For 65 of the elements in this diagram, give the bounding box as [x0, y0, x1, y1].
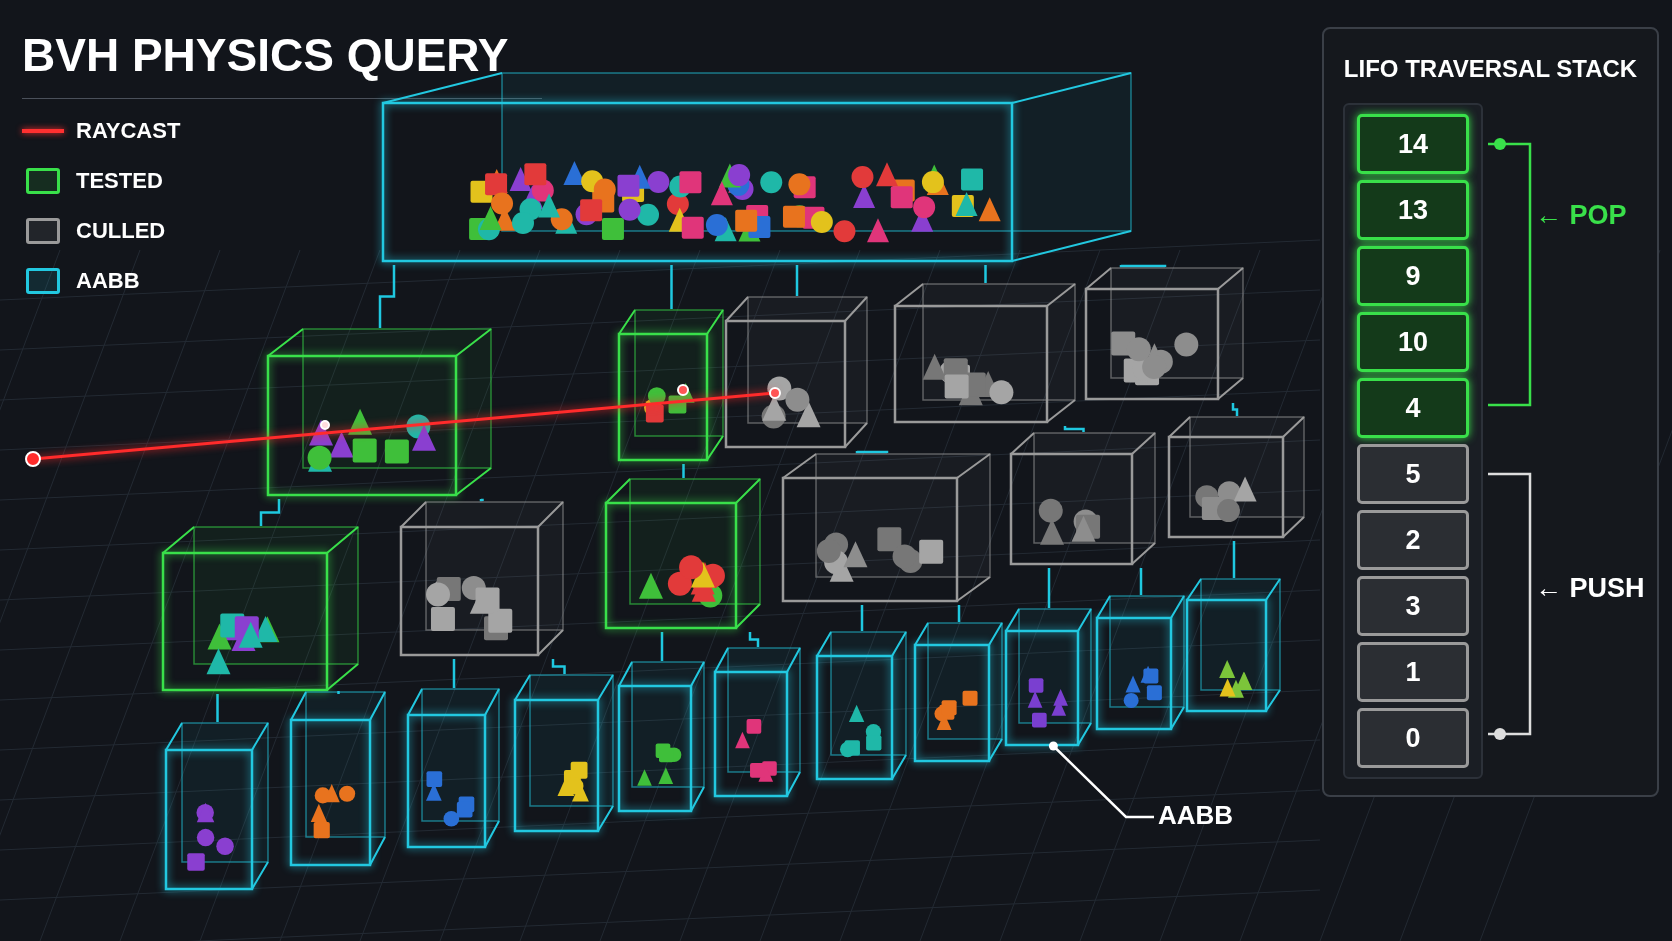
- stack-operation-label: ← POP: [1535, 200, 1627, 231]
- tested-bounding-box: [618, 309, 725, 461]
- callout-label: AABB: [1158, 800, 1234, 831]
- stack-entry: 13: [1357, 180, 1469, 240]
- tree-connector: [1232, 541, 1236, 578]
- tree-connector: [479, 498, 484, 502]
- legend-label: RAYCAST: [76, 118, 181, 144]
- tree-connector: [660, 632, 664, 661]
- stack-entry: 5: [1357, 444, 1469, 504]
- culled-bounding-box: [1010, 432, 1157, 565]
- culled-bounding-box: [894, 283, 1077, 423]
- tree-connector: [259, 499, 281, 526]
- legend-label: CULLED: [76, 218, 166, 244]
- aabb-box: [290, 691, 387, 866]
- tree-connector: [984, 265, 987, 283]
- stack-entry: 3: [1357, 576, 1469, 636]
- tree-connector: [337, 691, 340, 694]
- aabb-box: [1096, 595, 1186, 730]
- culled-bounding-box: [1168, 416, 1306, 538]
- culled-bounding-box: [400, 501, 565, 656]
- tested-bounding-box: [162, 526, 360, 691]
- aabb-box: [1186, 578, 1282, 712]
- aabb-box: [514, 674, 615, 832]
- tree-connector: [1047, 568, 1051, 608]
- tree-connector: [670, 265, 673, 309]
- tree-connector: [957, 605, 961, 622]
- legend-label: AABB: [76, 268, 140, 294]
- aabb-box: [914, 622, 1004, 762]
- tree-connector: [1231, 403, 1239, 416]
- aabb-box: [165, 722, 270, 890]
- tree-connector: [1063, 426, 1085, 432]
- aabb-box: [1005, 608, 1093, 746]
- stack-entry: 1: [1357, 642, 1469, 702]
- title: BVH PHYSICS QUERY: [22, 28, 509, 82]
- tree-connector: [1119, 263, 1167, 269]
- aabb-box: [714, 647, 802, 797]
- culled-bounding-box: [1085, 267, 1245, 400]
- tree-connector: [216, 694, 219, 722]
- stack-entry: 2: [1357, 510, 1469, 570]
- aabb-box: [407, 688, 501, 848]
- tree-connector: [795, 265, 799, 296]
- tree-connector: [855, 449, 889, 455]
- leader-line: [1048, 741, 1154, 819]
- legend-label: TESTED: [76, 168, 163, 194]
- culled-bounding-box: [725, 296, 869, 448]
- stack-panel: [1322, 27, 1659, 797]
- tested-bounding-box: [605, 478, 762, 629]
- tree-connector: [860, 605, 864, 631]
- tree-connector: [748, 632, 760, 647]
- stack-entry: 10: [1357, 312, 1469, 372]
- stack-entry: 9: [1357, 246, 1469, 306]
- culled-bounding-box: [782, 453, 992, 602]
- tree-connector: [378, 265, 396, 328]
- tree-connector: [551, 659, 566, 674]
- stack-entry: 4: [1357, 378, 1469, 438]
- tree-connector: [452, 659, 456, 688]
- aabb-box: [816, 631, 908, 780]
- stack-entry: 14: [1357, 114, 1469, 174]
- tree-connector: [1139, 568, 1143, 595]
- tree-connector: [682, 464, 685, 478]
- stack-entry: 0: [1357, 708, 1469, 768]
- tested-bounding-box: [267, 328, 493, 496]
- panel-title: LIFO TRAVERSAL STACK: [1342, 55, 1639, 83]
- aabb-box: [618, 661, 706, 812]
- stack-operation-label: ← PUSH: [1535, 573, 1645, 604]
